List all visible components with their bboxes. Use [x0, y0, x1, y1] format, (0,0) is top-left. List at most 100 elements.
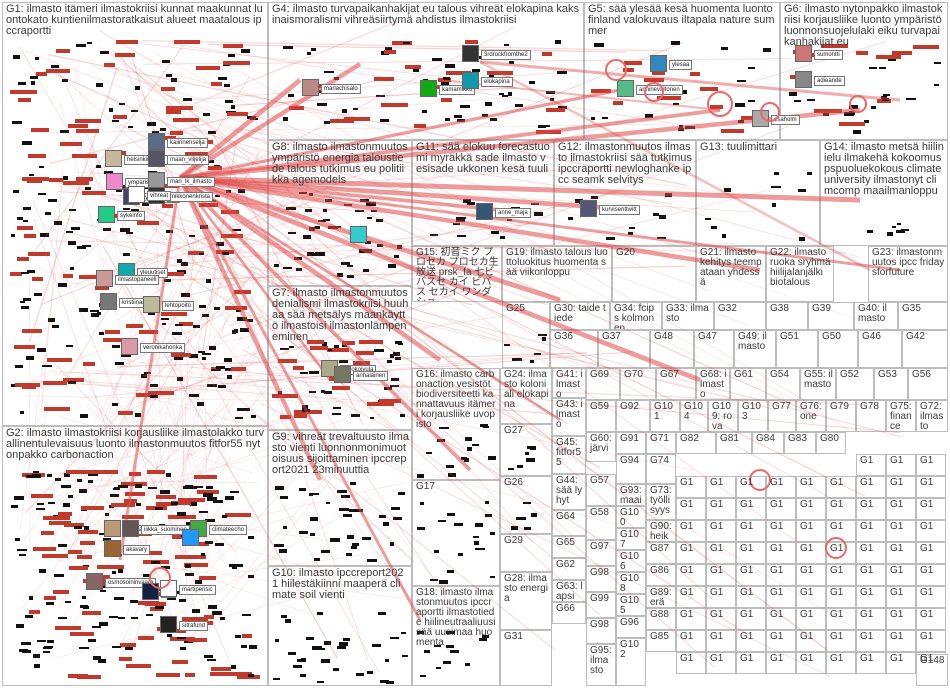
node-marker: [19, 553, 27, 557]
node-marker: [31, 128, 49, 133]
node-marker: [534, 212, 543, 216]
cluster-small: G1: [766, 542, 796, 564]
node-marker: [60, 142, 83, 147]
node-marker: [452, 223, 460, 226]
node-marker: [92, 626, 101, 629]
cluster-small: G1: [916, 520, 946, 542]
node-marker: [31, 80, 36, 85]
node-marker: [798, 189, 806, 192]
highlight-ring: [605, 59, 627, 81]
node-marker: [541, 51, 553, 56]
node-marker: [868, 66, 878, 70]
cluster-label: G83: [788, 433, 807, 444]
node-marker: [36, 507, 46, 510]
cluster-label: G1: [740, 587, 754, 598]
cluster-label: G43: ilmasto: [556, 399, 583, 430]
node-marker: [116, 40, 139, 45]
cluster-label: G73: työllisyys: [650, 485, 675, 516]
node-marker: [47, 474, 52, 478]
node-marker: [656, 236, 666, 239]
node-marker: [131, 616, 139, 620]
node-marker: [65, 600, 72, 603]
node-marker: [400, 631, 407, 635]
node-marker: [70, 632, 94, 637]
node-marker: [33, 292, 43, 297]
cluster-label: G47: [698, 331, 717, 342]
node-marker: [68, 565, 89, 570]
node-marker: [241, 633, 252, 638]
node-marker: [126, 231, 134, 235]
node-marker: [134, 484, 142, 488]
node-marker: [370, 210, 378, 213]
node-marker: [169, 637, 195, 642]
cluster-small: G1: [736, 564, 766, 586]
node-marker: [170, 78, 178, 82]
node-marker: [78, 530, 95, 535]
node-marker: [280, 496, 288, 499]
cluster-g43: G43: ilmasto: [552, 398, 586, 436]
node-marker: [57, 616, 67, 620]
node-marker: [75, 177, 94, 182]
node-marker: [320, 550, 330, 553]
node-marker: [32, 654, 41, 658]
cluster-g95: G95: ilmasto: [586, 644, 616, 686]
cluster-label: G88: [650, 609, 669, 620]
node-marker: [190, 502, 197, 507]
node-marker: [222, 61, 250, 66]
node-marker: [446, 630, 455, 634]
cluster-label: G86: [650, 565, 669, 576]
node-marker: [391, 40, 412, 45]
cluster-g17: G17: [412, 480, 500, 586]
node-marker: [123, 207, 131, 210]
cluster-label: G1: [710, 631, 724, 642]
cluster-label: G91: [620, 433, 639, 444]
node-marker: [526, 445, 533, 449]
node-marker: [170, 353, 191, 358]
account-label: climateecho: [209, 525, 248, 535]
node-marker: [376, 244, 383, 247]
account-avatar: [795, 71, 812, 88]
node-marker: [22, 140, 33, 145]
node-marker: [117, 568, 123, 573]
cluster-label: G1: [710, 477, 724, 488]
cluster-label: G1: [740, 565, 754, 576]
node-marker: [528, 80, 536, 84]
node-marker: [170, 501, 179, 505]
node-marker: [165, 473, 171, 477]
node-marker: [207, 131, 216, 135]
node-marker: [670, 40, 681, 45]
cluster-small: G1: [826, 498, 856, 520]
node-marker: [28, 596, 33, 600]
node-marker: [482, 114, 488, 118]
node-marker: [36, 639, 47, 643]
node-marker: [437, 439, 445, 442]
node-marker: [367, 401, 395, 406]
node-marker: [85, 187, 92, 191]
node-marker: [237, 317, 247, 321]
node-marker: [27, 178, 43, 183]
cluster-small: G1: [796, 608, 826, 630]
cluster-label: G93: maailma: [620, 485, 642, 506]
node-marker: [92, 655, 101, 660]
node-marker: [202, 113, 211, 117]
node-marker: [38, 165, 44, 169]
cluster-label: G60: järvi: [590, 433, 615, 454]
node-marker: [343, 117, 371, 122]
node-marker: [312, 646, 322, 651]
node-marker: [224, 358, 233, 362]
cluster-g106: G106: [616, 550, 646, 572]
cluster-small: G1: [916, 564, 946, 586]
cluster-label: G1: [830, 543, 844, 554]
node-marker: [301, 658, 307, 662]
node-marker: [179, 646, 186, 651]
highlight-ring: [707, 91, 733, 117]
node-marker: [318, 648, 326, 651]
node-marker: [109, 494, 120, 497]
node-marker: [171, 660, 189, 665]
node-marker: [239, 327, 249, 332]
cluster-small: G1: [766, 476, 796, 498]
node-marker: [516, 464, 523, 469]
node-marker: [198, 203, 219, 208]
cluster-g29: G29: [500, 534, 552, 572]
node-marker: [882, 93, 890, 97]
